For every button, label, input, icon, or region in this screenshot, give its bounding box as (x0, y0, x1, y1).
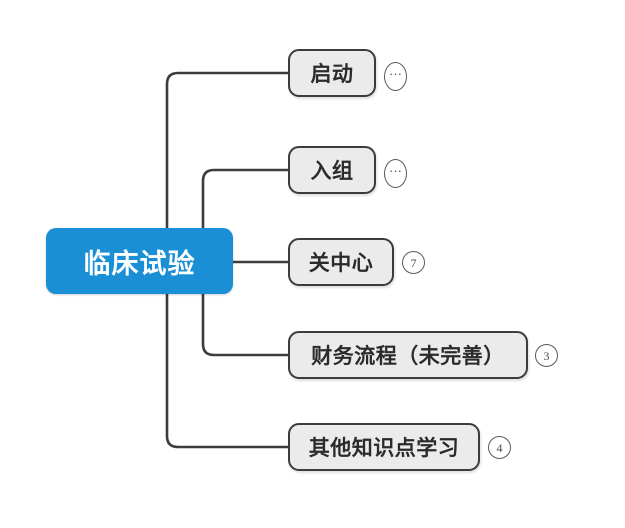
branch-node-guanzhongxin[interactable]: 关中心 (288, 238, 394, 286)
branch-node-qitazhishidian[interactable]: 其他知识点学习 (288, 423, 480, 471)
badge-value: ··· (389, 163, 402, 178)
collapse-badge-caiwuliucheng[interactable]: 3 (535, 344, 558, 367)
branch-node-label: 入组 (310, 160, 354, 183)
collapse-badge-qitazhishidian[interactable]: 4 (488, 436, 511, 459)
badge-value: 4 (496, 440, 503, 455)
badge-value: 7 (410, 255, 417, 270)
branch-node-label: 关中心 (308, 252, 374, 275)
badge-value: 3 (543, 348, 550, 363)
badge-value: ··· (389, 66, 402, 81)
collapse-badge-qidong[interactable]: ··· (384, 62, 407, 91)
branch-node-qidong[interactable]: 启动 (288, 49, 376, 97)
root-node-label: 临床试验 (83, 248, 196, 279)
branch-node-caiwuliucheng[interactable]: 财务流程（未完善） (288, 331, 528, 379)
collapse-badge-guanzhongxin[interactable]: 7 (402, 251, 425, 274)
collapse-badge-ruzu[interactable]: ··· (384, 159, 407, 188)
branch-node-label: 财务流程（未完善） (311, 345, 505, 368)
branch-node-label: 其他知识点学习 (308, 437, 460, 460)
branch-node-label: 启动 (310, 63, 354, 86)
branch-node-ruzu[interactable]: 入组 (288, 146, 376, 194)
root-node[interactable]: 临床试验 (46, 228, 233, 294)
